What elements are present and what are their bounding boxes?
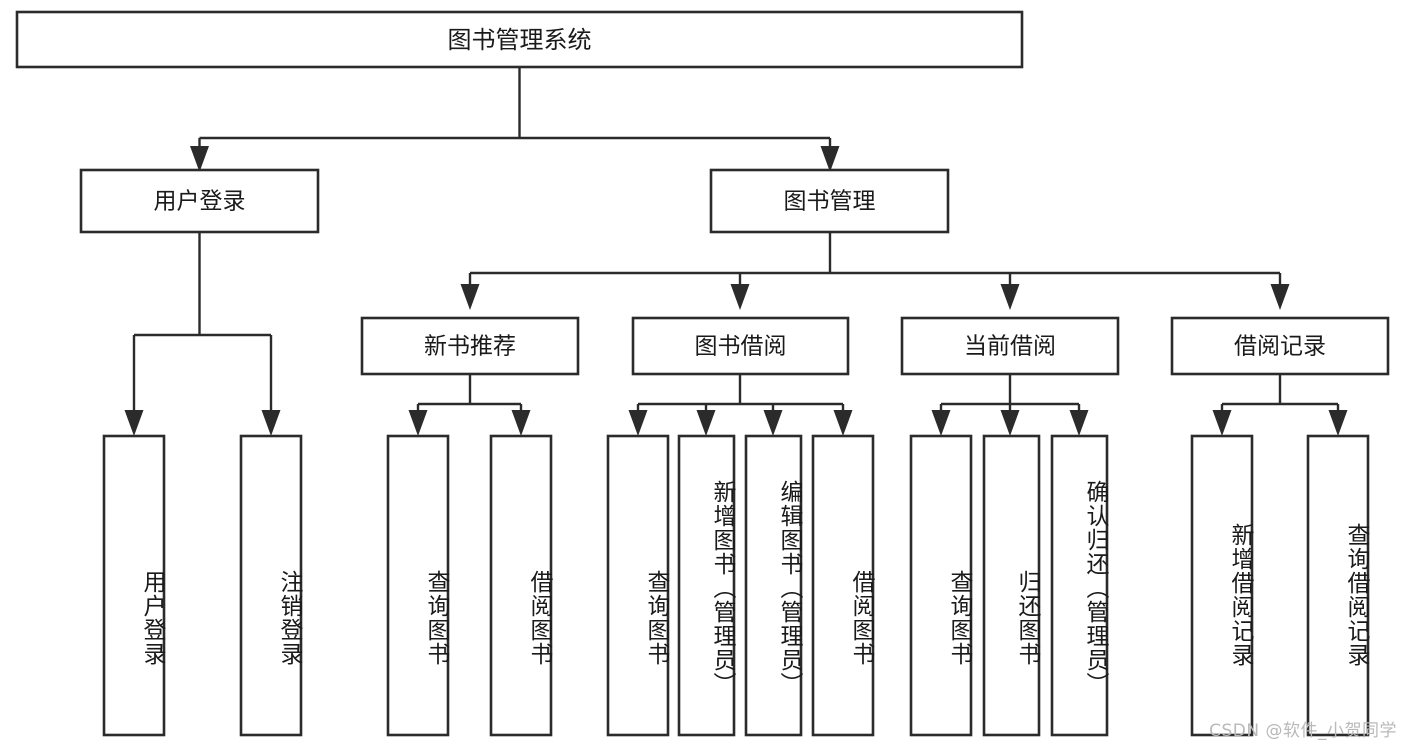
node-leaf-query-book-2-label: 查询图书 [643,570,669,666]
node-leaf-query-record-box[interactable] [1306,434,1370,737]
arrow-head-book-manage [820,146,840,172]
node-borrow-record-box[interactable] [1170,316,1390,376]
node-current-borrow-label: 当前借阅 [964,334,1056,360]
node-leaf-query-record-label: 查询借阅记录 [1343,523,1369,667]
connector-group-current-borrow [931,374,1089,436]
node-leaf-query-book-1-box[interactable] [386,434,450,737]
node-leaf-add-record-box[interactable] [1190,434,1254,737]
node-leaf-user-login-box[interactable] [102,434,166,737]
node-book-borrow-label: 图书借阅 [695,334,787,360]
connector-group-book-borrow [628,374,853,436]
arrow-head-leaf-edit-book [763,410,783,436]
node-leaf-borrow-book-1-box[interactable] [489,434,553,737]
node-leaf-add-record-label: 新增借阅记录 [1227,523,1253,667]
connector-group-borrow-record [1212,374,1348,436]
node-new-book-recommend-box[interactable] [360,316,580,376]
arrow-head-borrow-record [1270,284,1290,310]
node-book-manage-box[interactable] [709,168,950,234]
node-leaf-return-book-box[interactable] [982,434,1041,737]
node-book-borrow-box[interactable] [631,316,850,376]
connector-group-user-login [124,232,281,436]
node-user-login-label: 用户登录 [154,189,246,215]
node-leaf-return-book-label: 归还图书 [1014,570,1040,666]
node-leaf-query-book-3-label: 查询图书 [946,570,972,666]
node-leaf-borrow-book-2-label: 借阅图书 [848,570,874,666]
node-leaf-user-login-label: 用户登录 [139,570,165,666]
node-leaf-edit-book-label: 编辑图书（管理员） [776,480,802,696]
connector-group-new-book-recommend [408,374,531,436]
node-leaf-query-book-3-box[interactable] [909,434,973,737]
arrow-head-user-login [190,146,209,172]
arrow-head-leaf-add-book [696,410,716,436]
arrow-head-current-borrow [1000,284,1020,310]
node-leaf-edit-book-box[interactable] [744,434,803,737]
arrow-head-leaf-add-record [1212,410,1232,436]
node-book-manage-label: 图书管理 [784,189,876,215]
node-leaf-borrow-book-2-box[interactable] [811,434,875,737]
node-borrow-record-label: 借阅记录 [1234,334,1326,360]
arrow-head-leaf-query-book-2 [628,410,648,436]
node-leaf-add-book-box[interactable] [677,434,736,737]
arrow-head-new-book-recommend [460,284,480,310]
connector-group-book-manage [460,232,1290,310]
node-current-borrow-box[interactable] [900,316,1120,376]
node-root-label: 图书管理系统 [448,26,592,54]
node-leaf-add-book-label: 新增图书（管理员） [709,480,735,696]
node-leaf-query-book-2-box[interactable] [606,434,670,737]
arrow-head-leaf-query-book-1 [408,410,428,436]
node-leaf-logout-login-label: 注销登录 [276,570,302,666]
connector-group-root [190,67,840,172]
arrow-head-leaf-confirm-return [1069,410,1089,436]
node-leaf-confirm-return-box[interactable] [1050,434,1109,737]
node-leaf-borrow-book-1-label: 借阅图书 [526,570,552,666]
node-leaf-logout-login-box[interactable] [239,434,303,737]
arrow-head-leaf-user-login [124,410,144,436]
arrow-head-book-borrow [730,284,750,310]
node-leaf-confirm-return-label: 确认归还（管理员） [1082,480,1108,696]
arrow-head-leaf-borrow-book-1 [511,410,531,436]
arrow-head-leaf-query-book-3 [931,410,951,436]
arrow-head-leaf-query-record [1328,410,1348,436]
arrow-head-leaf-return-book [1000,410,1020,436]
node-new-book-recommend-label: 新书推荐 [424,334,516,360]
node-leaf-query-book-1-label: 查询图书 [423,570,449,666]
node-root-box[interactable] [15,10,1024,69]
arrow-head-leaf-logout [261,410,281,436]
arrow-head-leaf-borrow-book-2 [833,410,853,436]
csdn-watermark: CSDN @软件_小贺同学 [1209,721,1397,741]
node-user-login-box[interactable] [79,168,320,234]
